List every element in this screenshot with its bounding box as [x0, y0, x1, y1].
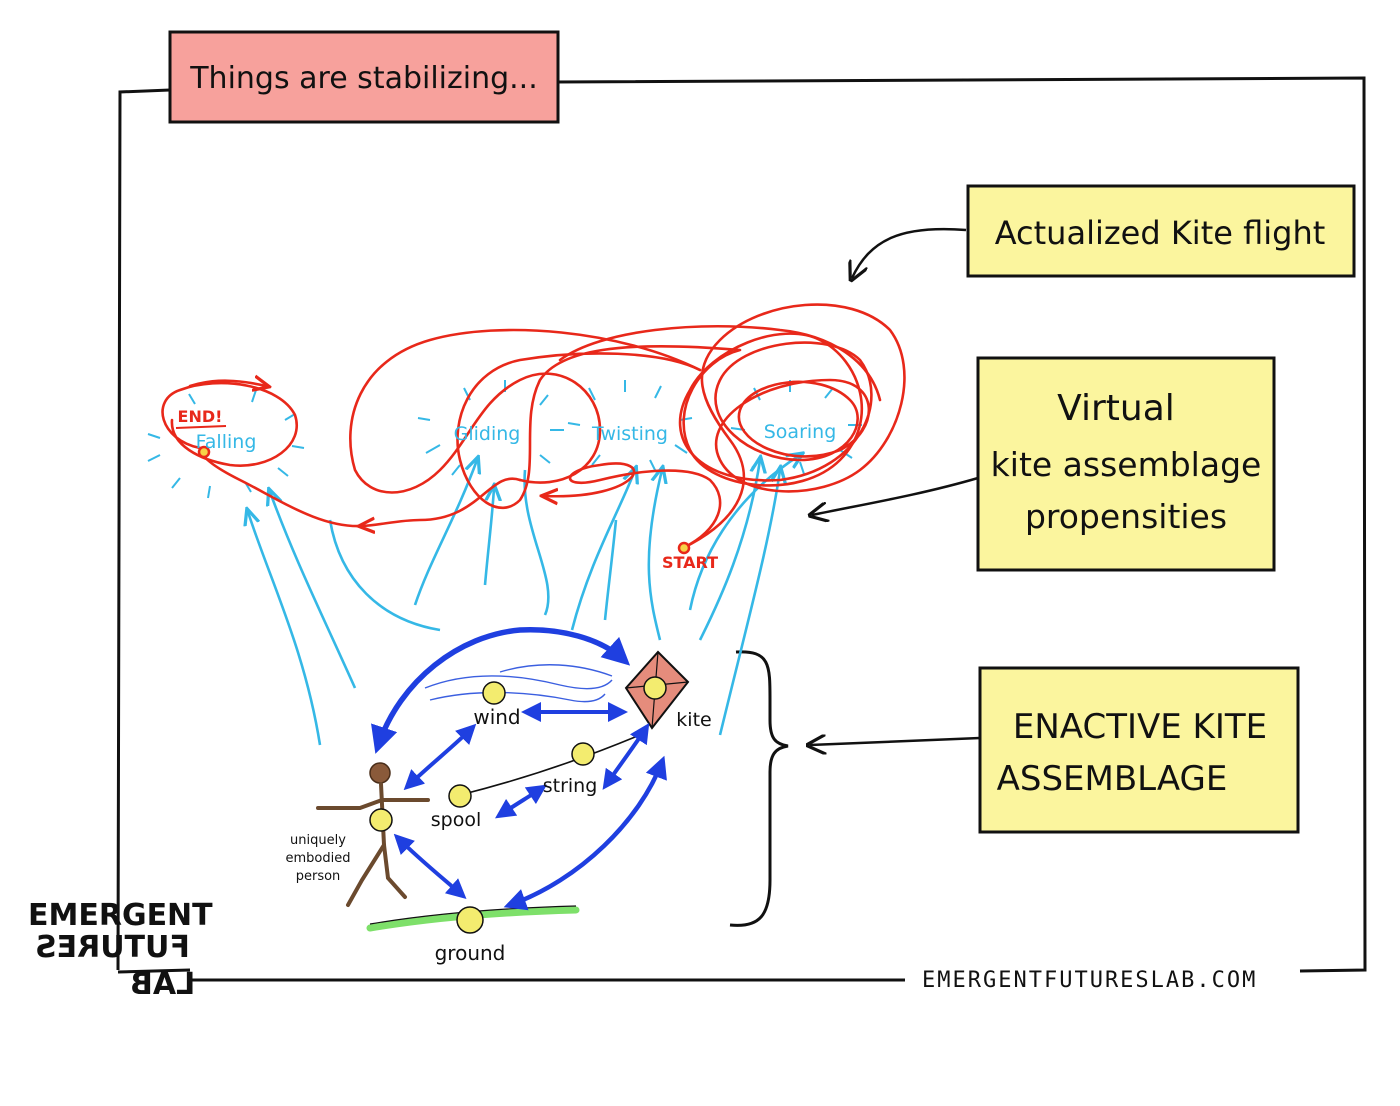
end-marker — [197, 445, 211, 459]
emergent-futures-lab-logo: EMERGENT FUTURES LAB — [28, 898, 213, 1002]
falling-label: Falling — [196, 431, 257, 453]
logo-line3: LAB — [130, 967, 195, 1002]
wind-label: wind — [473, 705, 520, 729]
enactive-box: ENACTIVE KITE ASSEMBLAGE — [978, 666, 1300, 834]
arrow-string-kite — [602, 722, 650, 790]
virtual-label-line3: propensities — [1025, 497, 1227, 536]
virtual-box: Virtual kite assemblage propensities — [976, 356, 1276, 572]
person-node — [369, 808, 393, 832]
soaring-label: Soaring — [764, 421, 837, 443]
enactive-label-line1: ENACTIVE KITE — [1013, 707, 1267, 747]
string-label: string — [543, 775, 598, 797]
enactive-label-line2: ASSEMBLAGE — [997, 759, 1228, 799]
logo-line2: FUTURES — [35, 930, 190, 965]
arrow-spool-string — [495, 784, 547, 819]
string-node — [571, 742, 595, 766]
kite-trajectory — [161, 303, 906, 550]
arrow-person-ground — [393, 833, 467, 899]
start-label: START — [662, 553, 718, 572]
ground-label: ground — [435, 941, 506, 965]
title-box: Things are stabilizing... — [168, 30, 560, 124]
person-label-line1: uniquely — [290, 833, 346, 848]
arrow-ground-kite — [503, 755, 667, 911]
wind-flow — [424, 664, 613, 703]
website-url: EMERGENTFUTURESLAB.COM — [922, 968, 1257, 993]
virtual-arrow — [812, 476, 979, 515]
propensity-arrows — [248, 455, 800, 746]
arrow-person-kite — [371, 627, 631, 754]
propensity-ticks — [147, 380, 862, 499]
ground-node — [456, 906, 484, 934]
relation-arrows — [371, 627, 667, 911]
twisting-label: Twisting — [591, 423, 668, 445]
actualized-box: Actualized Kite flight — [966, 184, 1356, 278]
title-text: Things are stabilizing... — [189, 61, 538, 96]
person-label-line2: embodied — [286, 851, 351, 866]
start-marker — [677, 541, 691, 555]
outer-frame — [116, 76, 1367, 982]
person-label-line3: person — [296, 869, 341, 884]
wind-node — [482, 681, 506, 705]
enactive-arrow — [810, 738, 981, 745]
actualized-label: Actualized Kite flight — [995, 214, 1326, 252]
kite-node — [643, 676, 667, 700]
arrow-person-wind — [403, 723, 477, 791]
gliding-label: Gliding — [454, 423, 521, 445]
logo-line1: EMERGENT — [28, 898, 213, 933]
virtual-label-line1: Virtual — [1057, 388, 1175, 429]
kite-label: kite — [676, 709, 711, 731]
spool-node — [448, 784, 472, 808]
end-label: END! — [178, 407, 223, 426]
curly-brace — [729, 650, 789, 927]
end-underline — [175, 425, 227, 429]
actualized-arrow — [852, 227, 967, 278]
virtual-label-line2: kite assemblage — [991, 445, 1262, 484]
spool-label: spool — [431, 809, 482, 831]
